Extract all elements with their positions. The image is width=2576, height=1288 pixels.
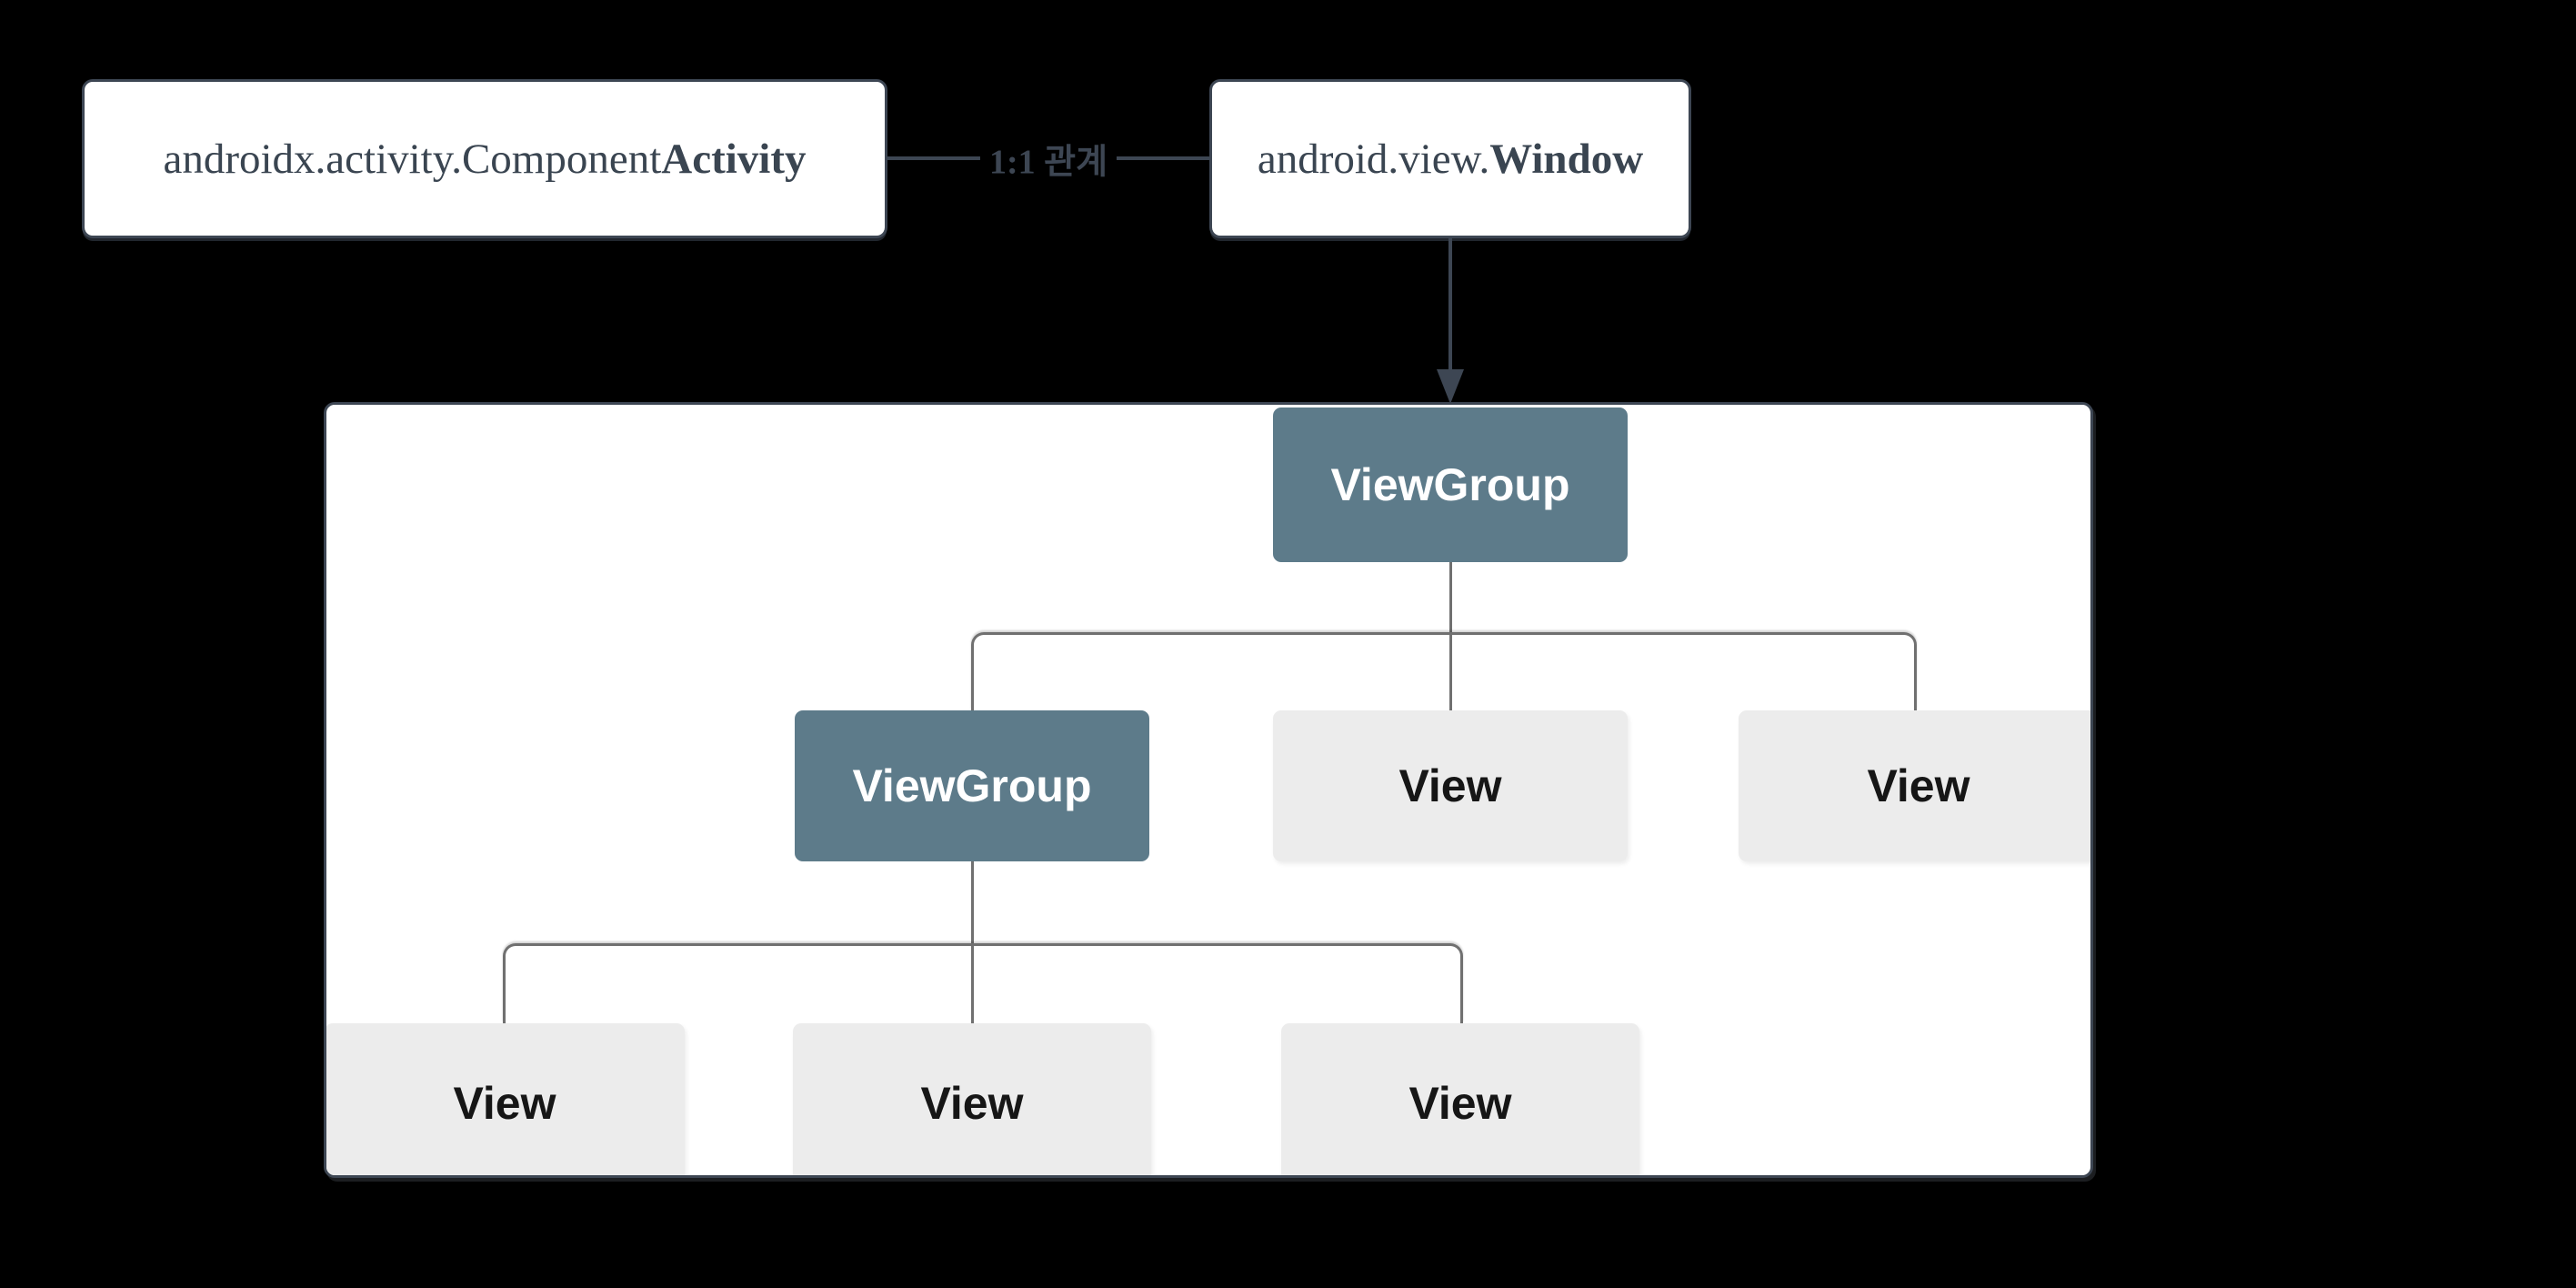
node-label: View: [1867, 760, 1970, 811]
node-grandchild-view-1: View: [326, 1023, 685, 1175]
node-label: ViewGroup: [1330, 459, 1570, 510]
component-activity-label: androidx.activity.ComponentActivity: [163, 135, 807, 183]
node-label: View: [1408, 1078, 1512, 1129]
node-grandchild-view-3: View: [1281, 1023, 1639, 1175]
view-hierarchy-canvas: ViewGroup ViewGroup View View View View …: [326, 405, 2090, 1175]
relation-label: 1:1 관계: [979, 133, 1118, 184]
root-stem-line: [1449, 562, 1452, 710]
window-to-hierarchy-connector: [1448, 238, 1452, 371]
node-child-view-2: View: [1739, 710, 2090, 861]
node-label: View: [920, 1078, 1024, 1129]
child-stem-line: [971, 861, 974, 1023]
node-child-view-1: View: [1273, 710, 1628, 861]
window-box: android.view.Window: [1209, 79, 1691, 238]
node-label: ViewGroup: [852, 760, 1092, 811]
node-child-viewgroup: ViewGroup: [795, 710, 1149, 861]
component-activity-box: androidx.activity.ComponentActivity: [82, 79, 887, 238]
node-root-viewgroup: ViewGroup: [1273, 408, 1628, 562]
arrow-down-icon: [1437, 369, 1464, 404]
node-label: View: [1398, 760, 1502, 811]
node-label: View: [453, 1078, 556, 1129]
view-hierarchy-container: ViewGroup ViewGroup View View View View …: [324, 402, 2093, 1178]
root-branch-line: [971, 632, 1917, 710]
node-grandchild-view-2: View: [793, 1023, 1151, 1175]
child-branch-line: [503, 943, 1463, 1023]
window-label: android.view.Window: [1257, 135, 1644, 183]
